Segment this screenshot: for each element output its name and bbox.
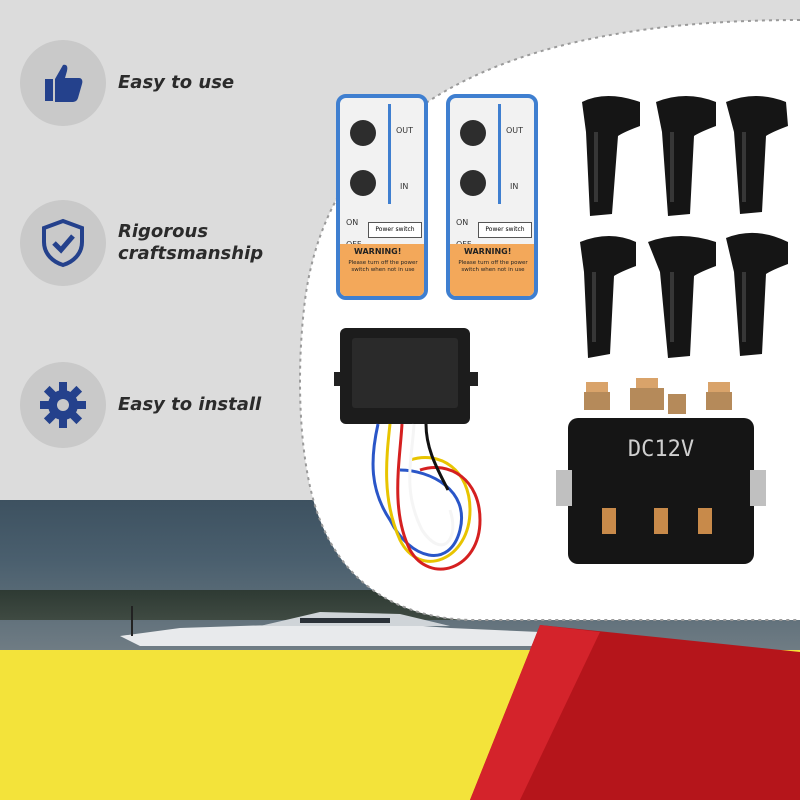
feature-label: Easy to install [118,394,262,415]
contactor-label: DC12V [628,437,694,462]
control-box-with-wires [334,328,482,571]
warning-panel: WARNING! Please turn off the power switc… [340,244,424,296]
power-switch-label: Power switch [368,222,422,238]
feature-label-line1: Rigorous [118,221,209,242]
in-label: IN [400,182,409,191]
feature-rigorous-craftsmanship: Rigorous craftsmanship [20,200,263,286]
on-label: ON [456,218,469,227]
warning-body: Please turn off the power switch when no… [348,260,418,273]
warning-body: Please turn off the power switch when no… [458,260,528,273]
out-button [460,120,486,146]
in-button [460,170,486,196]
dc-contactor-relay: DC12V [556,378,766,564]
warning-title: WARNING! [464,247,512,256]
feature-easy-to-install: Easy to install [20,362,261,448]
thumbs-up-icon [20,40,106,126]
shield-check-icon [20,200,106,286]
remote-control: OUT IN ON OFF Power switch WARNING! Plea… [336,94,428,300]
gear-icon [20,362,106,448]
feature-label: Easy to use [118,72,235,93]
warning-panel: WARNING! Please turn off the power switc… [450,244,534,296]
feature-easy-to-use: Easy to use [20,40,234,126]
boat-image [120,606,580,646]
out-label: OUT [506,126,524,135]
remote-control: OUT IN ON OFF Power switch WARNING! Plea… [446,94,538,300]
warning-title: WARNING! [354,247,402,256]
in-button [350,170,376,196]
in-label: IN [510,182,519,191]
feature-label: Rigorous craftsmanship [118,221,263,265]
terminal-boots [580,96,788,358]
feature-label-line2: craftsmanship [118,243,264,264]
power-switch-label: Power switch [478,222,532,238]
on-label: ON [346,218,359,227]
out-button [350,120,376,146]
out-label: OUT [396,126,414,135]
